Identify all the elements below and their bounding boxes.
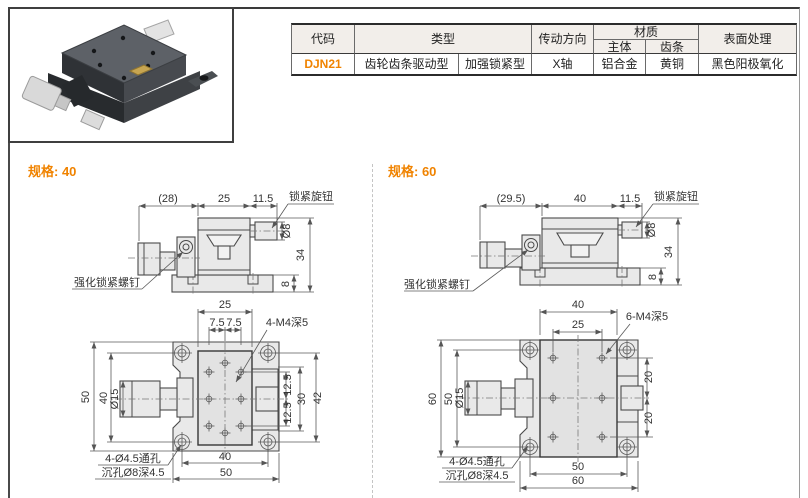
th-material-body: 主体	[594, 40, 646, 54]
dim-pitch-down: 20	[643, 412, 655, 424]
lock-knob-label: 锁紧旋钮	[654, 189, 698, 203]
dim-knob-dia-top: Ø15	[109, 389, 121, 410]
dim-body-width: 25	[218, 193, 230, 205]
dim-bottom-span: 50	[572, 461, 584, 473]
dim-pitch-up: 12.5	[282, 374, 294, 395]
dim-base-height: 8	[280, 281, 292, 287]
dim-knob-dia: Ø8	[281, 224, 293, 239]
dim-base-height: 8	[647, 274, 659, 280]
lock-screw-label: 强化锁紧螺钉	[404, 277, 470, 291]
gold-pad	[128, 64, 154, 76]
dim-plate-size: 60	[427, 393, 439, 405]
dim-pitch-left: 7.5	[209, 317, 224, 329]
dim-pitch: 25	[572, 319, 584, 331]
dim-table-width: 40	[572, 299, 584, 311]
dim-bottom-size: 60	[572, 475, 584, 487]
dim-bottom-size: 50	[220, 467, 232, 479]
dim-pitch-down: 12.5	[282, 402, 294, 423]
product-photo-box	[8, 7, 234, 143]
dim-total-height: 34	[663, 246, 675, 258]
product-photo	[21, 19, 218, 131]
th-type: 类型	[355, 25, 532, 54]
lock-knob-label: 锁紧旋钮	[289, 189, 333, 203]
spec60-side-view: (29.5) 40 11.5 锁紧旋钮 Ø8 34 8 强化锁紧螺钉	[404, 189, 699, 292]
td-surface: 黑色阳极氧化	[711, 57, 784, 71]
dim-bottom-span: 40	[219, 451, 231, 463]
td-material-body: 铝合金	[594, 54, 646, 74]
spec40-title: 规格: 40	[28, 164, 77, 179]
lock-knob-photo	[80, 108, 106, 131]
spec40-top-view: 25 7.5 7.5 4-M4深5 50 40 Ø15	[80, 299, 324, 483]
spec40-drawing: (28) 25 11.5 锁紧旋钮 Ø8 34 8 强化锁紧螺钉	[72, 189, 334, 483]
dim-knob-dia: Ø8	[646, 223, 658, 238]
dim-knob-offset: 11.5	[253, 193, 274, 205]
dim-table-width: 25	[219, 299, 231, 311]
dim-body-width: 40	[574, 193, 586, 205]
lock-screw-label: 强化锁紧螺钉	[74, 275, 140, 289]
th-drive-direction: 传动方向	[532, 25, 594, 54]
spec-table: 代码 类型 传动方向 材质 主体 齿条 表面处理 DJN21 齿轮齿条驱动型 加…	[291, 23, 797, 76]
th-surface: 表面处理	[699, 25, 796, 54]
spec40-side-view: (28) 25 11.5 锁紧旋钮 Ø8 34 8 强化锁紧螺钉	[72, 189, 334, 294]
section-divider	[372, 164, 373, 498]
th-material-rack: 齿条	[646, 40, 699, 54]
dim-overhang: (28)	[158, 193, 178, 205]
dim-knob-offset: 11.5	[620, 193, 641, 205]
dim-total-height: 34	[295, 249, 307, 261]
dim-mount-span: 50	[443, 393, 455, 405]
dim-knob-dia-top: Ø15	[454, 388, 466, 409]
td-code: DJN21	[292, 54, 355, 74]
through-hole-label: 4-Ø4.5通孔	[105, 452, 161, 465]
through-hole-label: 4-Ø4.5通孔	[449, 455, 505, 468]
th-material: 材质	[594, 25, 699, 40]
dim-mount-span: 40	[98, 392, 110, 404]
dim-pitch-right: 7.5	[226, 317, 241, 329]
dim-plate-size: 50	[80, 391, 92, 403]
spec60-title: 规格: 60	[388, 164, 437, 179]
td-type-b: 加强锁紧型	[459, 54, 532, 74]
td-material-rack: 黄铜	[646, 54, 699, 74]
th-code: 代码	[292, 25, 355, 54]
adjust-knob	[21, 75, 72, 112]
dim-pitch-up: 20	[643, 371, 655, 383]
cbore-label: 沉孔Ø8深4.5	[446, 469, 509, 482]
spec60-top-view: 40 25 6-M4深5 60 50 Ø15 20 20	[427, 299, 668, 492]
tap-label: 4-M4深5	[266, 316, 308, 329]
cbore-label: 沉孔Ø8深4.5	[102, 466, 165, 479]
dim-side-height: 42	[312, 392, 324, 404]
td-type-a: 齿轮齿条驱动型	[355, 54, 459, 74]
dim-overhang: (29.5)	[497, 193, 526, 205]
dim-pocket-height: 30	[296, 393, 308, 405]
td-drive: X轴	[532, 54, 594, 74]
spec60-drawing: (29.5) 40 11.5 锁紧旋钮 Ø8 34 8 强化锁紧螺钉	[404, 189, 699, 492]
tap-label: 6-M4深5	[626, 310, 668, 323]
